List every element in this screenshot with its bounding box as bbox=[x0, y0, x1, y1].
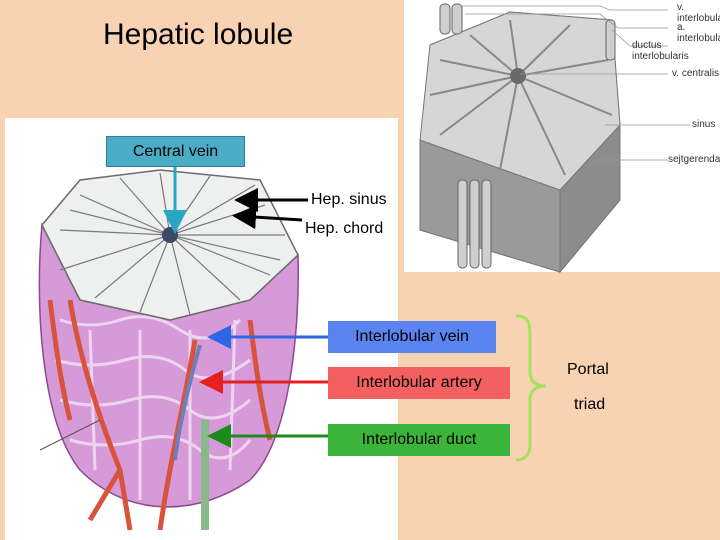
right-label-v-interlobularis: v. interlobularis bbox=[677, 2, 720, 24]
right-label-sinus: sinus bbox=[692, 119, 715, 130]
right-label-sejtgerenda: sejtgerenda bbox=[668, 154, 720, 165]
lobule-illustration bbox=[39, 170, 298, 530]
triad-label: triad bbox=[574, 396, 605, 414]
interlobular-duct-label: Interlobular duct bbox=[328, 424, 510, 456]
central-vein-dot bbox=[162, 227, 178, 243]
right-label-v-centralis: v. centralis bbox=[672, 68, 719, 79]
hep-sinus-label: Hep. sinus bbox=[311, 191, 387, 209]
portal-triad-brace bbox=[516, 316, 546, 460]
interlobular-artery-label: Interlobular artery bbox=[328, 367, 510, 399]
portal-label: Portal bbox=[567, 361, 609, 379]
hep-chord-label: Hep. chord bbox=[305, 220, 383, 238]
interlobular-vein-label: Interlobular vein bbox=[328, 321, 496, 353]
schematic-central-vein bbox=[510, 68, 526, 84]
central-vein-label: Central vein bbox=[106, 136, 245, 167]
right-label-ductus-interlobularis: ductus interlobularis bbox=[632, 40, 720, 62]
